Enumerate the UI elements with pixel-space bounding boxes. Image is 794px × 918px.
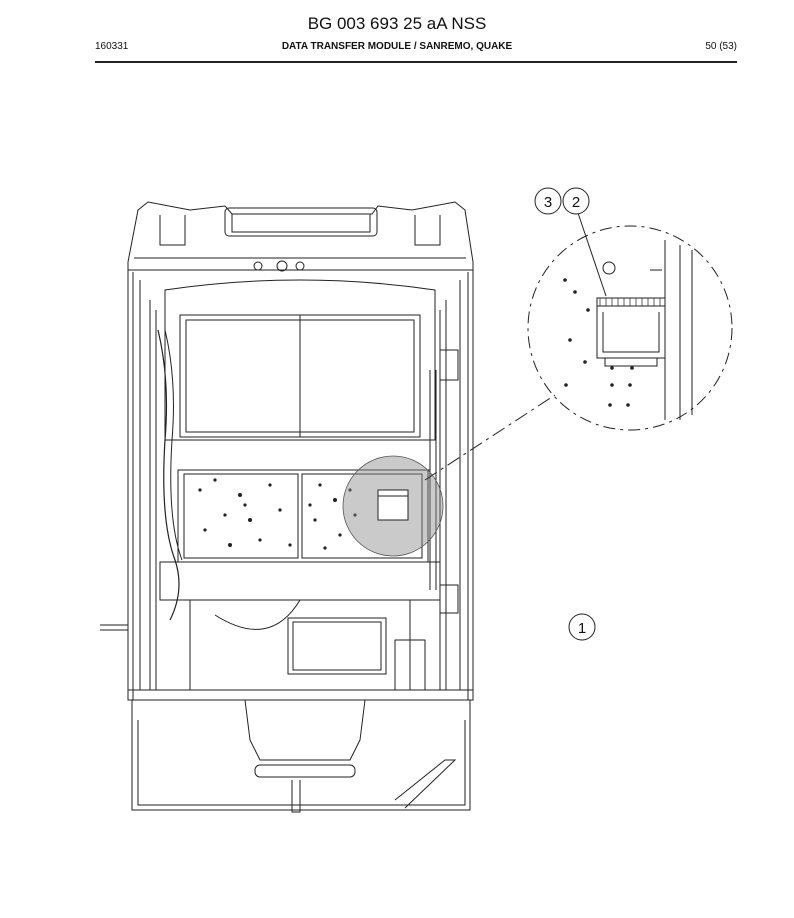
page-number: 50 (53)	[705, 41, 737, 52]
cab-body	[100, 201, 474, 813]
detail-view	[527, 212, 733, 431]
callout-2-label: 2	[572, 194, 580, 211]
module-small	[377, 489, 409, 521]
date-code: 160331	[95, 41, 129, 52]
document-number: BG 003 693 25 aA NSS	[307, 14, 487, 33]
section-title: DATA TRANSFER MODULE / SANREMO, QUAKE	[281, 41, 513, 52]
callout-3: 3	[534, 187, 562, 215]
callout-1-label: 1	[578, 620, 586, 637]
detail-leader	[424, 394, 556, 481]
callout-3-label: 3	[544, 194, 552, 211]
panel-fasteners	[198, 478, 357, 550]
callout-2: 2	[562, 187, 590, 215]
callout-1: 1	[568, 613, 596, 641]
header-rule	[95, 61, 737, 63]
